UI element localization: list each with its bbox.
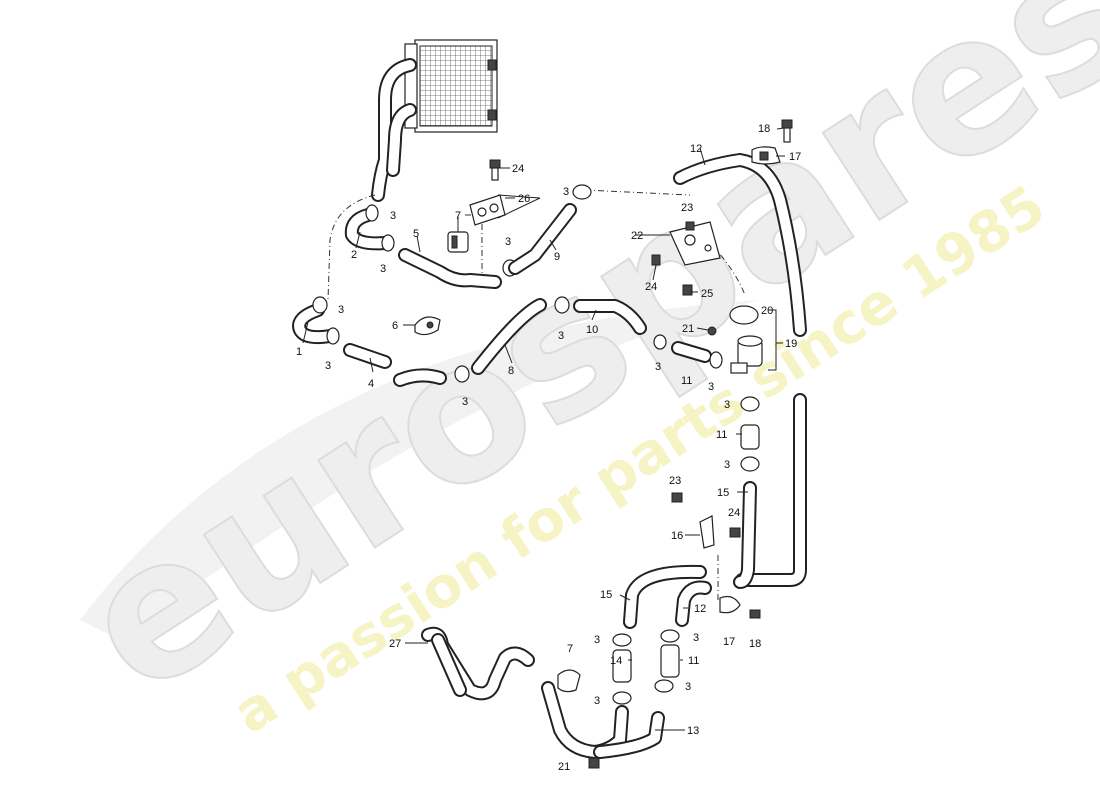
- callout-23: 23: [681, 202, 693, 214]
- lower-stacks: [612, 629, 680, 705]
- bolt-24-upper: [489, 159, 501, 181]
- vertical-stack: [733, 396, 760, 589]
- callout-3: 3: [594, 695, 600, 707]
- callout-9: 9: [554, 251, 560, 263]
- bolts-lower: [671, 492, 741, 549]
- callout-24: 24: [645, 281, 657, 293]
- callout-5: 5: [413, 228, 419, 240]
- callout-21: 21: [558, 761, 570, 773]
- callout-15: 15: [717, 487, 729, 499]
- hose-15-lower: [623, 564, 712, 629]
- callout-15: 15: [600, 589, 612, 601]
- callout-labels: 1 2 3 3 3 3 3 3 3 3 3 3 3 3 3 3 3 3 4 5 …: [296, 123, 801, 773]
- callout-2: 2: [351, 249, 357, 261]
- bracket-22: [651, 221, 721, 296]
- callout-4: 4: [368, 378, 374, 390]
- callout-10: 10: [586, 324, 598, 336]
- callout-3: 3: [380, 263, 386, 275]
- callout-3: 3: [338, 304, 344, 316]
- callout-26: 26: [518, 193, 530, 205]
- callout-12: 12: [690, 143, 702, 155]
- callout-7: 7: [567, 643, 573, 655]
- heater-core-pipes: [371, 58, 417, 202]
- clip-7-upper: [447, 231, 469, 253]
- watermark-brand: eurospares: [44, 0, 1100, 738]
- hose-2: [344, 204, 395, 252]
- callout-3: 3: [708, 381, 714, 393]
- callout-17: 17: [723, 636, 735, 648]
- callout-3: 3: [505, 236, 511, 248]
- callout-23: 23: [669, 475, 681, 487]
- seal-26: [469, 194, 541, 226]
- bracket-17-lower: [719, 595, 761, 619]
- callout-19: 19: [785, 338, 797, 350]
- pipe-27: [421, 626, 535, 701]
- clip-7-lower: [557, 669, 581, 693]
- watermark-swoosh: [80, 300, 760, 640]
- callout-11: 11: [716, 429, 727, 441]
- callout-20: 20: [761, 305, 773, 317]
- callout-16: 16: [671, 530, 683, 542]
- callout-3: 3: [693, 632, 699, 644]
- callout-3: 3: [594, 634, 600, 646]
- hose-9: [508, 184, 592, 275]
- callout-24: 24: [512, 163, 524, 175]
- valve-19: [707, 305, 777, 374]
- callout-25: 25: [701, 288, 713, 300]
- callout-12: 12: [694, 603, 706, 615]
- callout-27: 27: [389, 638, 401, 650]
- callout-6: 6: [392, 320, 398, 332]
- callout-8: 8: [508, 365, 514, 377]
- watermark: eurospares a passion for parts since 198…: [43, 0, 1100, 747]
- callout-18: 18: [758, 123, 770, 135]
- callout-3: 3: [390, 210, 396, 222]
- hose-12: [673, 153, 807, 587]
- pipe-13: [541, 681, 665, 769]
- hose-chain-lower: [292, 296, 723, 387]
- callout-3: 3: [462, 396, 468, 408]
- callout-3: 3: [685, 681, 691, 693]
- callout-3: 3: [325, 360, 331, 372]
- callout-3: 3: [558, 330, 564, 342]
- callout-22: 22: [631, 230, 643, 242]
- cap-6: [414, 316, 441, 336]
- callout-3: 3: [724, 459, 730, 471]
- callout-1: 1: [296, 346, 302, 358]
- callout-14: 14: [610, 655, 622, 667]
- callout-7: 7: [455, 210, 461, 222]
- callout-11: 11: [681, 375, 692, 387]
- heater-core: [404, 39, 498, 133]
- callout-11: 11: [688, 655, 699, 667]
- callout-3: 3: [655, 361, 661, 373]
- callout-3: 3: [563, 186, 569, 198]
- callout-3: 3: [724, 399, 730, 411]
- callout-13: 13: [687, 725, 699, 737]
- callout-18: 18: [749, 638, 761, 650]
- callout-21: 21: [682, 323, 694, 335]
- callout-24: 24: [728, 507, 740, 519]
- callout-leaders: [302, 127, 785, 731]
- callout-17: 17: [789, 151, 801, 163]
- bracket-17-upper: [751, 119, 793, 165]
